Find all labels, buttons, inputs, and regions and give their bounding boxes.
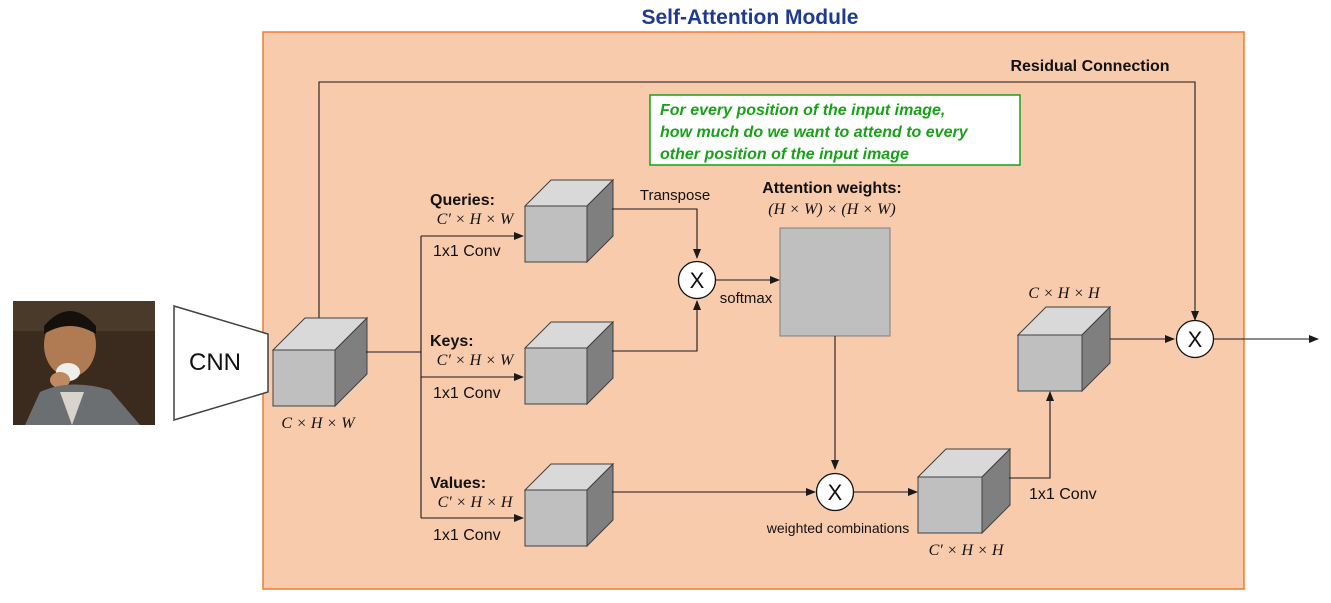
attention-note-box: For every position of the input image, h… [649,94,1021,166]
transpose-label: Transpose [640,187,710,204]
note-line-2: how much do we want to attend to every [660,124,969,141]
attention-weights-dims: (H × W) × (H × W) [768,201,895,218]
attention-weights-label: Attention weights: [762,180,902,197]
cnn-label: CNN [189,349,241,376]
multiply-node-av [815,472,855,512]
values-cube-front-face [524,489,588,547]
attention-weights-matrix [779,227,891,337]
multiply-symbol-residual: X [1188,327,1203,352]
output-conv-arrow [1009,391,1054,479]
queries-conv-label: 1x1 Conv [433,243,501,260]
multiply-symbol-qk: X [690,268,705,293]
multiply-node-qk [677,260,717,300]
values-label: Values: [430,475,486,492]
weighted-output-cube-front-face [917,476,983,534]
values-dims: C′ × H × H [438,494,514,511]
keys-cube [523,320,615,406]
note-line-1: For every position of the input image, [660,102,945,119]
output-tensor-cube-front-face [1017,334,1083,392]
weighted-combinations-label: weighted combinations [766,520,909,536]
keys-label: Keys: [430,333,474,350]
input-tensor-cube [271,316,369,408]
residual-connection-line [318,81,1199,322]
keys-dims: C′ × H × W [437,352,515,369]
queries-cube [523,178,615,264]
input-tensor-cube-front-face [272,349,336,407]
weighted-output-cube [916,447,1012,535]
keys-to-multiply-arrow [612,300,701,352]
input-photo [13,301,155,425]
cnn-block: CNN [173,304,269,422]
residual-connection-label: Residual Connection [1010,58,1169,75]
keys-cube-front-face [524,347,588,405]
queries-cube-front-face [524,205,588,263]
softmax-label: softmax [720,290,773,307]
queries-dims: C′ × H × W [437,211,515,228]
values-conv-label: 1x1 Conv [433,527,501,544]
multiply-symbol-av: X [828,480,843,505]
diagram-title: Self-Attention Module [642,6,859,29]
values-cube [523,462,615,548]
output-tensor-cube [1016,305,1112,393]
weighted-output-dims: C′ × H × H [929,542,1005,559]
transpose-arrow [612,208,701,259]
output-conv-label: 1x1 Conv [1029,486,1097,503]
keys-conv-label: 1x1 Conv [433,385,501,402]
queries-label: Queries: [430,192,495,209]
output-tensor-dims: C × H × H [1028,285,1101,302]
note-line-3: other position of the input image [660,146,909,163]
multiply-node-residual [1175,319,1215,359]
input-tensor-dims: C × H × W [281,415,356,432]
